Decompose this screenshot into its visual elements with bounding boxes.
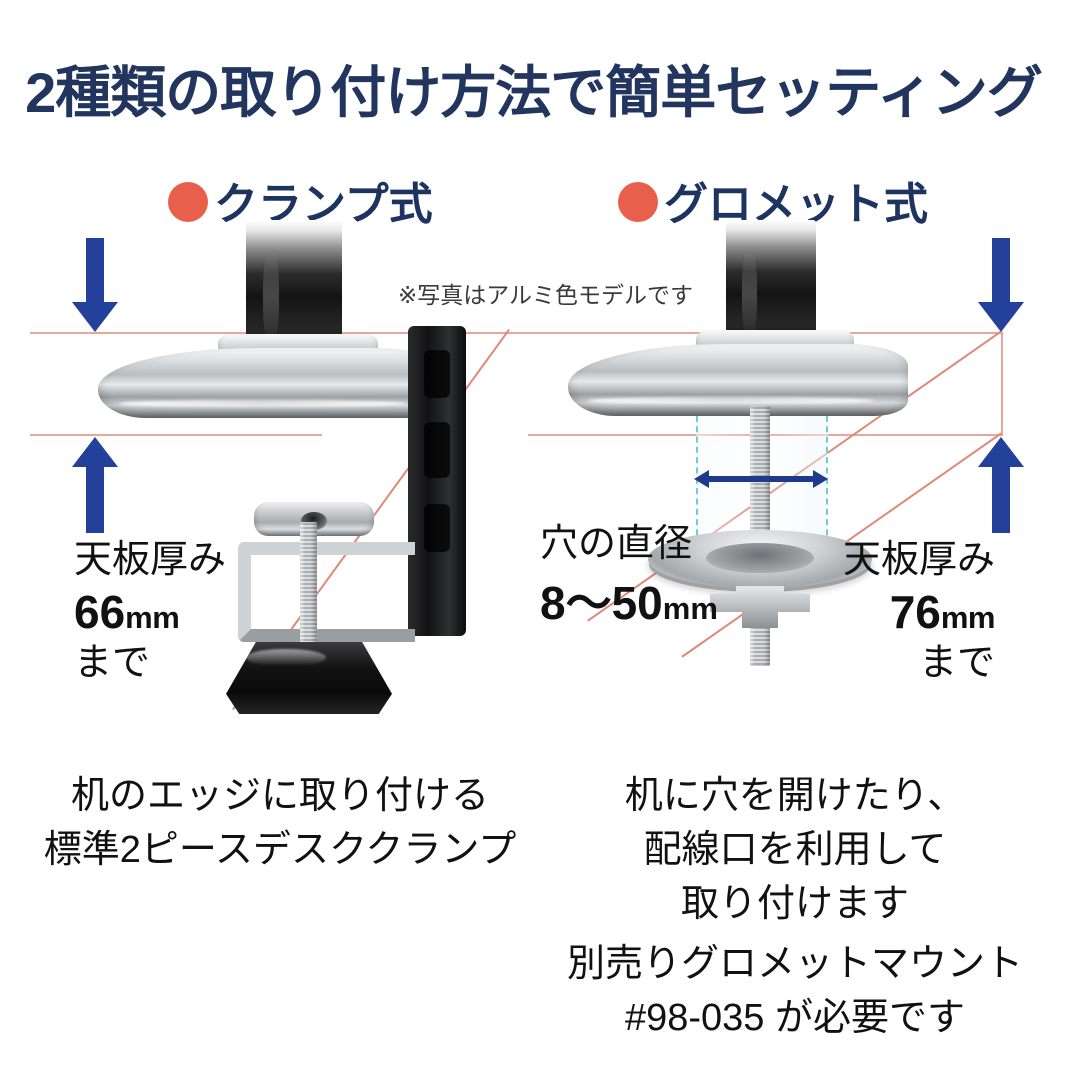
grommet-desk-bottom-arrow xyxy=(978,437,1024,533)
grommet-thickness-value: 76 xyxy=(889,585,941,638)
plate-highlight xyxy=(588,397,874,405)
grommet-accessory-note: 別売りグロメットマウント #98-035 が必要です xyxy=(560,938,1030,1046)
grommet-mount-illustration xyxy=(560,220,990,730)
clamp-thickness-value: 66 xyxy=(74,585,126,638)
clamp-thickness-caption: 天板厚み xyxy=(74,539,227,581)
arrow-shaft xyxy=(992,467,1010,533)
grommet-washer-disc xyxy=(648,530,872,588)
clamp-desk-top-arrow xyxy=(72,238,118,332)
hole-diameter-unit: mm xyxy=(662,591,718,626)
grommet-thickness-tail: まで xyxy=(918,642,995,685)
hole-diameter-arrow xyxy=(694,470,828,488)
grommet-thickness-value-row: 76mm xyxy=(820,585,996,639)
clamp-description: 机のエッジに取り付ける 標準2ピースデスククランプ xyxy=(40,770,520,878)
clamp-top-plate xyxy=(98,348,440,418)
monitor-post xyxy=(246,220,342,348)
page-title: 2種類の取り付け方法で簡単セッティング xyxy=(25,61,1043,124)
arrow-head xyxy=(978,302,1024,332)
washer-inner-ring xyxy=(706,542,814,573)
clamp-thickness-unit: mm xyxy=(125,599,180,635)
bracket-slot xyxy=(424,422,450,478)
hole-diameter-label: 穴の直径 8〜50mm xyxy=(540,512,718,633)
clamp-side-bracket xyxy=(408,326,466,636)
clamp-c-bracket xyxy=(238,542,415,642)
guide-line-vertical-right xyxy=(1001,332,1003,436)
grommet-thickness-unit: mm xyxy=(940,599,996,635)
clamp-bolt xyxy=(300,522,317,672)
bracket-slot xyxy=(424,504,450,552)
arrow-head xyxy=(978,437,1024,467)
grommet-desk-top-arrow xyxy=(978,238,1024,332)
arrow-tip-left xyxy=(694,470,709,488)
hole-diameter-caption: 穴の直径 xyxy=(540,523,693,565)
knob-gloss xyxy=(245,649,326,667)
plate-highlight xyxy=(118,399,406,407)
arrow-shaft xyxy=(86,238,104,302)
arrow-tip-right xyxy=(813,470,828,488)
grommet-description-line: 配線口を利用して xyxy=(643,828,947,871)
arrow-head xyxy=(72,437,118,467)
clamp-description-line: 標準2ピースデスククランプ xyxy=(43,828,517,871)
clamp-thickness-tail: まで xyxy=(74,642,151,685)
grommet-description-line: 取り付けます xyxy=(680,882,909,925)
filled-circle-bullet-icon xyxy=(168,182,208,222)
arrow-head xyxy=(72,302,118,332)
grommet-description: 机に穴を開けたり、 配線口を利用して 取り付けます xyxy=(560,770,1030,932)
hole-diameter-value: 8〜50 xyxy=(540,577,663,629)
grommet-description-line: 机に穴を開けたり、 xyxy=(624,775,966,817)
arrow-shaft xyxy=(86,467,104,533)
monitor-post xyxy=(726,220,816,342)
clamp-desk-bottom-arrow xyxy=(72,437,118,533)
photo-disclaimer-note: ※写真はアルミ色モデルです xyxy=(398,282,694,308)
grommet-accessory-note-line: #98-035 が必要です xyxy=(624,996,965,1039)
grommet-thickness-caption: 天板厚み xyxy=(842,539,995,581)
clamp-thickness-label: 天板厚み 66mm まで xyxy=(74,538,226,686)
grommet-thickness-label: 天板厚み 76mm まで xyxy=(820,538,996,686)
bracket-slot xyxy=(424,350,450,398)
hole-diameter-value-row: 8〜50mm xyxy=(540,577,718,629)
grommet-accessory-note-line: 別売りグロメットマウント xyxy=(566,943,1023,985)
clamp-thumb-knob xyxy=(226,642,392,714)
arrow-shaft xyxy=(992,238,1010,302)
grommet-top-plate xyxy=(568,344,908,416)
grommet-wing-nut xyxy=(710,586,810,628)
filled-circle-bullet-icon xyxy=(618,182,658,222)
clamp-thickness-value-row: 66mm xyxy=(74,585,226,639)
clamp-description-line: 机のエッジに取り付ける xyxy=(70,775,489,817)
clamp-mount-illustration xyxy=(78,220,508,750)
arrow-bar xyxy=(707,476,815,482)
